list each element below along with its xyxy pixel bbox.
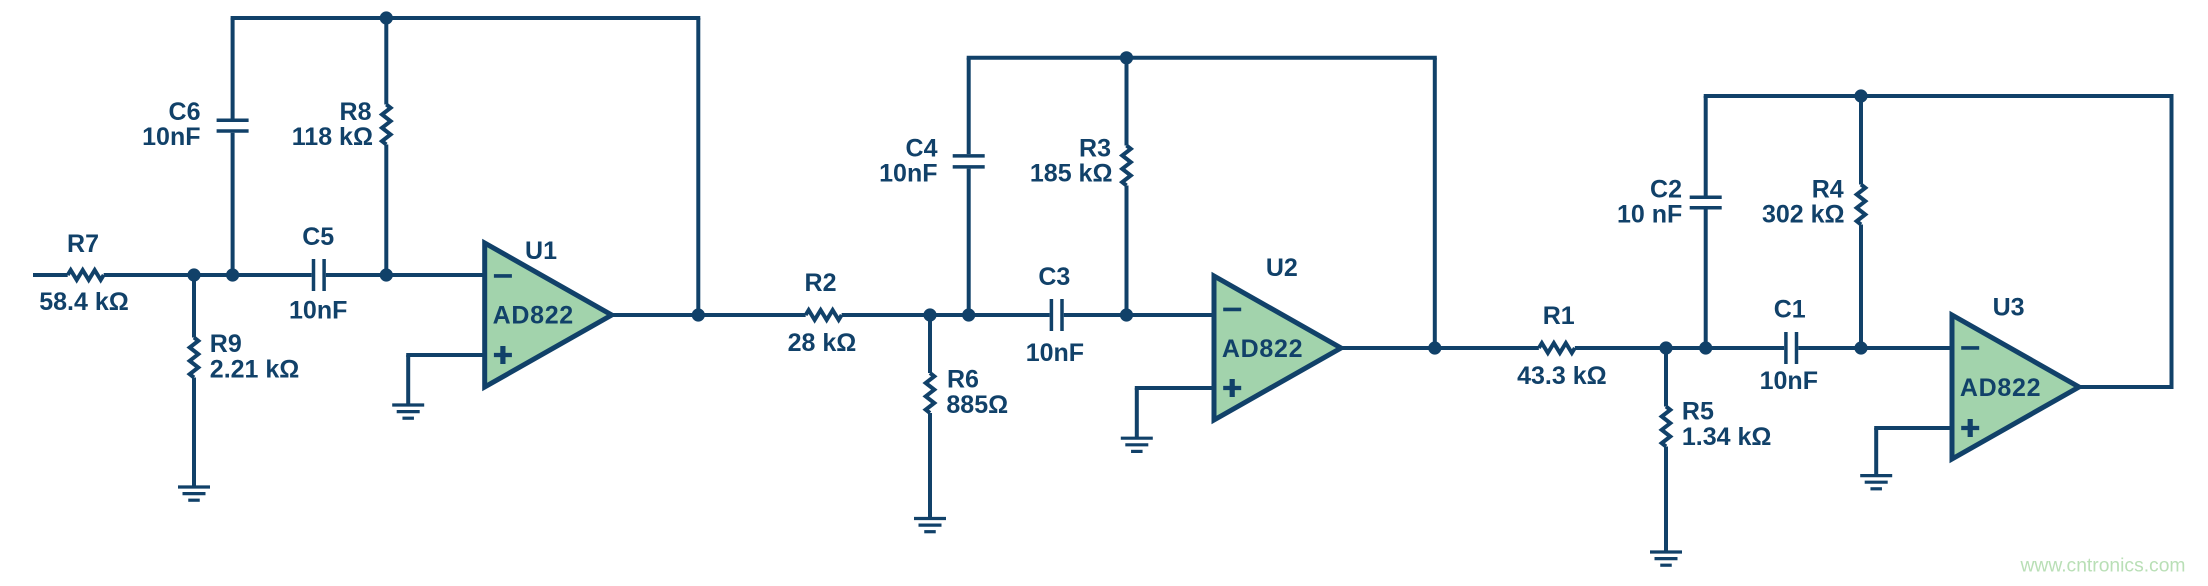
- svg-text:C1: C1: [1774, 296, 1806, 324]
- svg-text:C4: C4: [906, 135, 938, 163]
- svg-text:R8: R8: [340, 98, 372, 126]
- svg-text:R7: R7: [67, 230, 99, 258]
- svg-text:118 kΩ: 118 kΩ: [292, 123, 373, 151]
- svg-text:10nF: 10nF: [879, 160, 937, 188]
- svg-text:C5: C5: [302, 223, 334, 251]
- svg-text:185 kΩ: 185 kΩ: [1030, 160, 1113, 188]
- svg-text:28 kΩ: 28 kΩ: [788, 329, 857, 357]
- svg-text:R4: R4: [1812, 176, 1844, 204]
- svg-text:R2: R2: [805, 269, 837, 297]
- svg-text:U1: U1: [525, 237, 557, 265]
- svg-text:C2: C2: [1650, 175, 1682, 203]
- svg-text:2.21 kΩ: 2.21 kΩ: [210, 356, 300, 384]
- svg-text:AD822: AD822: [1960, 374, 2041, 402]
- svg-text:1.34 kΩ: 1.34 kΩ: [1682, 423, 1772, 451]
- svg-text:885Ω: 885Ω: [946, 391, 1008, 419]
- svg-text:58.4 kΩ: 58.4 kΩ: [39, 288, 129, 316]
- svg-text:U2: U2: [1266, 254, 1298, 282]
- svg-text:R3: R3: [1079, 135, 1111, 163]
- svg-text:C6: C6: [169, 98, 201, 126]
- svg-text:R6: R6: [947, 366, 979, 394]
- svg-text:R9: R9: [210, 330, 242, 358]
- svg-text:10nF: 10nF: [1760, 367, 1818, 395]
- svg-text:R1: R1: [1543, 302, 1575, 330]
- svg-text:10nF: 10nF: [142, 123, 200, 151]
- svg-text:C3: C3: [1038, 263, 1070, 291]
- svg-text:AD822: AD822: [493, 302, 574, 330]
- svg-text:AD822: AD822: [1222, 335, 1303, 363]
- svg-text:302 kΩ: 302 kΩ: [1762, 200, 1845, 228]
- svg-text:R5: R5: [1682, 397, 1714, 425]
- svg-text:10nF: 10nF: [1026, 339, 1084, 367]
- svg-text:43.3 kΩ: 43.3 kΩ: [1517, 362, 1607, 390]
- svg-text:10 nF: 10 nF: [1617, 200, 1682, 228]
- svg-text:U3: U3: [1993, 294, 2025, 322]
- svg-text:10nF: 10nF: [289, 297, 347, 325]
- svg-text:www.cntronics.com: www.cntronics.com: [2019, 556, 2185, 577]
